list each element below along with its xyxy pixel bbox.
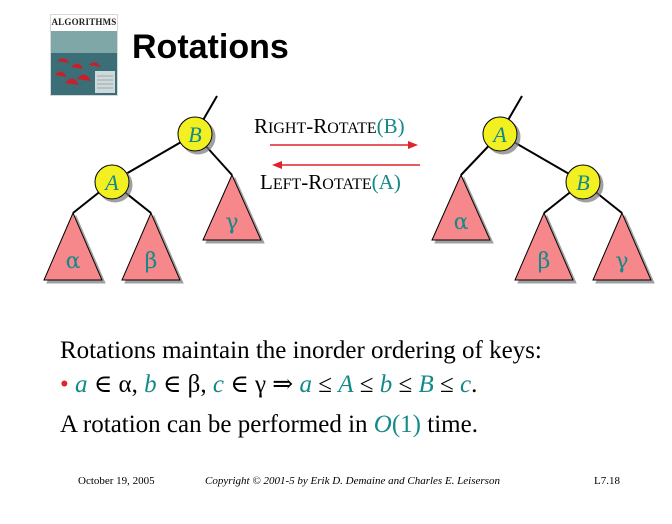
left-tree-alpha-label: α	[66, 249, 81, 274]
left-rotate-arrow	[272, 161, 420, 169]
book-cover-art	[51, 31, 117, 95]
book-cover-image: ALGORITHMS	[50, 14, 118, 96]
right-tree-alpha-subtree	[431, 173, 491, 241]
right-rotate-arrow	[270, 141, 418, 149]
right-tree-beta-label: β	[538, 249, 551, 274]
inorder-bullet: • a ∈ α, b ∈ β, c ∈ γ ⇒ a ≤ A ≤ b ≤ B ≤ …	[60, 371, 478, 398]
left-tree-beta-subtree	[121, 211, 181, 281]
left-tree-node-b	[177, 116, 213, 152]
right-tree-gamma-label: γ	[615, 249, 628, 274]
right-tree-beta-subtree	[514, 211, 574, 281]
right-tree: A B α β γ	[431, 95, 652, 281]
right-tree-child-label: B	[576, 170, 589, 195]
rotation-time-statement: A rotation can be performed in O(1) time…	[60, 411, 478, 438]
right-tree-node-b	[565, 164, 601, 200]
left-tree: B A α β γ	[43, 95, 262, 281]
footer-date: October 19, 2005	[78, 475, 155, 487]
book-cover-title: ALGORITHMS	[51, 17, 117, 27]
right-tree-root-label: A	[491, 122, 507, 147]
right-tree-alpha-label: α	[454, 210, 469, 235]
left-tree-alpha-subtree	[43, 211, 103, 281]
left-tree-beta-label: β	[145, 249, 158, 274]
left-tree-root-label: B	[188, 122, 201, 147]
left-tree-gamma-label: γ	[225, 210, 238, 235]
slide-title: Rotations	[132, 28, 289, 66]
bullet-icon: •	[60, 371, 69, 398]
right-rotate-label: RIGHT-ROTATE(B)	[254, 114, 405, 138]
left-tree-gamma-subtree	[202, 173, 262, 241]
footer-copyright: Copyright © 2001-5 by Erik D. Demaine an…	[205, 475, 500, 487]
left-tree-child-label: A	[103, 170, 119, 195]
inorder-statement: Rotations maintain the inorder ordering …	[60, 337, 542, 364]
footer-page-number: L7.18	[594, 475, 620, 487]
right-tree-gamma-subtree	[592, 211, 652, 281]
right-tree-node-a	[482, 116, 518, 152]
left-tree-node-a	[94, 164, 130, 200]
left-rotate-label: LEFT-ROTATE(A)	[260, 170, 401, 194]
